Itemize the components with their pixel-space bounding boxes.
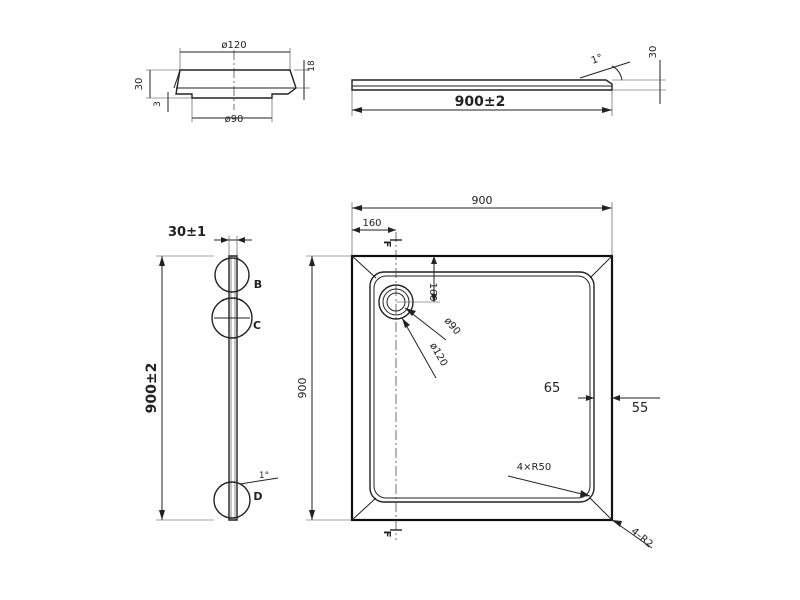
label-detail-b: B [254, 278, 262, 291]
waste-detail: ø120 ø90 30 3 18 [134, 40, 317, 125]
label-detail-d: D [253, 490, 262, 503]
label-inner-dia: ø90 [225, 114, 244, 125]
detail-circle-d [213, 481, 251, 519]
label-side-slope: 1° [590, 53, 604, 67]
section-view: 30±1 B C D 1° 900±2 [144, 225, 279, 521]
tray-outer-edge [350, 254, 614, 522]
leader-waste-outer [401, 317, 437, 379]
label-border-width: 55 [632, 401, 649, 416]
label-outer-dia: ø120 [221, 40, 246, 51]
label-side-length: 900±2 [455, 94, 506, 110]
label-waste-offset-y: 160 [427, 282, 438, 301]
label-detail-c: C [253, 319, 261, 332]
slope-line [579, 61, 631, 79]
detail-circle-c [211, 297, 253, 339]
label-section-thickness: 30±1 [168, 225, 206, 240]
bevel-bottom-right [589, 497, 613, 521]
label-section-f-top: F [381, 241, 392, 248]
detail-circle-b [214, 257, 250, 293]
label-section-slope: 1° [259, 471, 269, 481]
label-waste-outer: ø120 [427, 341, 449, 368]
label-waste-inner: ø90 [442, 316, 463, 338]
label-rim-width: 65 [544, 381, 561, 396]
waste-body-outline [175, 69, 297, 99]
label-section-length: 900±2 [144, 363, 160, 414]
section-slope-line [239, 477, 279, 485]
tray-inner-rim [373, 275, 591, 499]
bevel-bottom-left [351, 497, 377, 521]
label-height: 30 [134, 78, 145, 91]
label-plan-height: 900 [296, 378, 309, 399]
label-step: 3 [153, 101, 163, 107]
plan-view: F F 900 900 160 160 ø90 ø120 [296, 194, 660, 550]
label-waste-offset-x: 160 [362, 218, 381, 229]
waste-left-chamfer [173, 69, 181, 89]
tray-inner-basin [369, 271, 595, 503]
leader-inner-radius [507, 475, 591, 497]
label-side-thickness: 30 [648, 46, 659, 59]
tray-side-outline [351, 79, 613, 91]
label-plan-width: 900 [472, 194, 493, 207]
label-section-f-bottom: F [381, 531, 392, 538]
bevel-top-left [351, 255, 377, 279]
side-profile: 900±2 1° 30 [351, 46, 666, 116]
label-inner-radius: 4×R50 [517, 462, 551, 473]
bevel-top-right [589, 255, 613, 279]
section-slab [228, 255, 238, 521]
label-flange: 18 [307, 60, 317, 72]
